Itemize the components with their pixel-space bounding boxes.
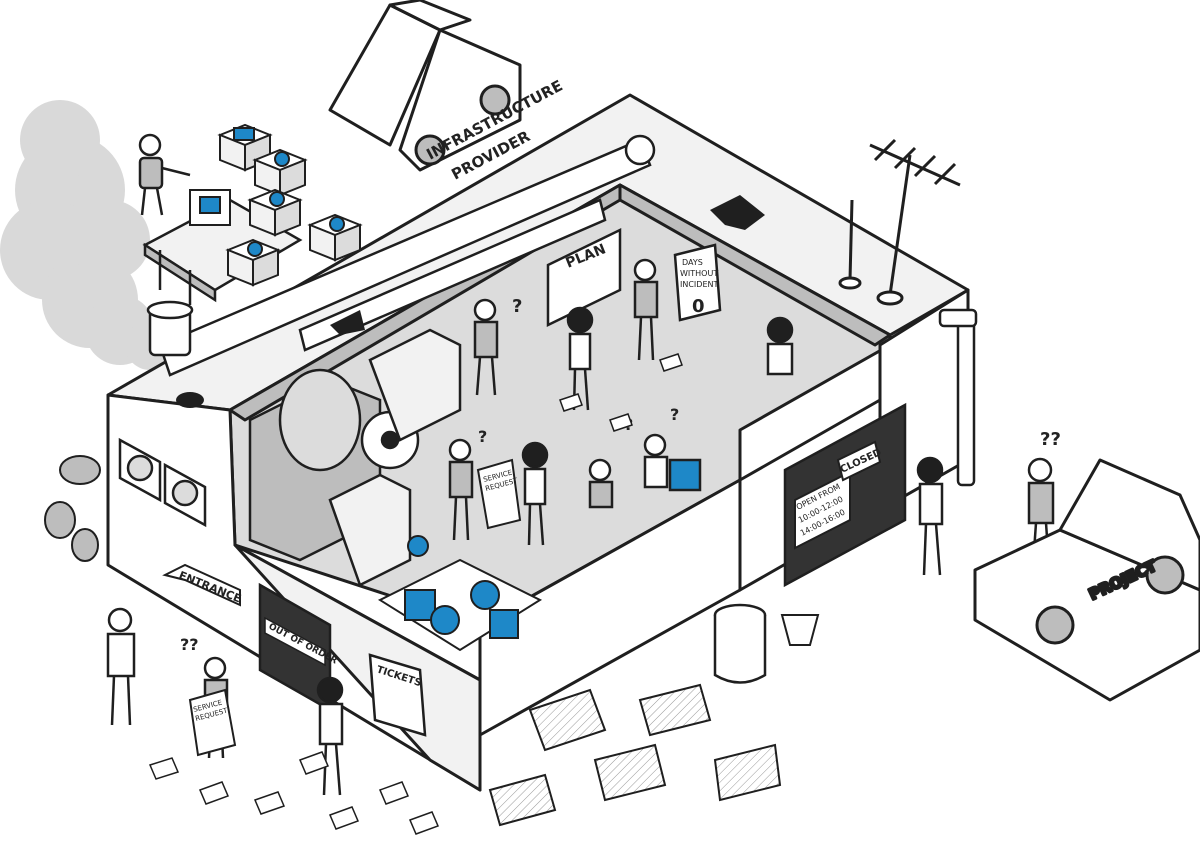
- worker-door: [473, 298, 499, 396]
- worker-database: [643, 433, 669, 489]
- network-hub-icon: [247, 241, 263, 257]
- worker-headset: [766, 316, 794, 376]
- days-without-incident-sign: DAYS WITHOUT INCIDENT 0: [673, 243, 722, 322]
- question-mark-1: ?: [512, 296, 522, 317]
- database-icon: [668, 458, 702, 492]
- question-mark-6: ??: [1040, 429, 1061, 450]
- person-door: [916, 456, 944, 576]
- provider-truck: [328, 0, 522, 172]
- person-ticket: [316, 676, 344, 796]
- project-truck: PROJECT: [973, 458, 1200, 702]
- days-line2: WITHOUT: [680, 269, 718, 278]
- roof-pipes: [146, 134, 656, 377]
- days-count: 0: [692, 296, 705, 317]
- service-request-paper-outside: SERVICE REQUEST: [188, 688, 237, 757]
- garage-door: OPEN FROM 10:00-12:00 14:00-16:00 CLOSED: [783, 402, 907, 588]
- interior-workers: [448, 258, 794, 546]
- question-mark-4: ?: [670, 405, 679, 424]
- globe-icon: [269, 191, 285, 207]
- out-of-order-door: OUT OF ORDER: [258, 582, 339, 713]
- sacks: [44, 455, 101, 562]
- network-hub-icon: [430, 605, 460, 635]
- shopping-carts: [488, 683, 782, 827]
- component-boxes-top: [189, 123, 363, 287]
- question-mark-2: ?: [478, 427, 487, 446]
- monitor-icon: [233, 127, 255, 141]
- chip-icon: [489, 609, 519, 639]
- days-line3: INCIDENT: [680, 280, 718, 289]
- bucket: [780, 614, 820, 646]
- snowflake-icon: [274, 151, 290, 167]
- antenna: [838, 138, 961, 306]
- drainpipe: [938, 308, 978, 487]
- outdoor-people: [106, 456, 1055, 796]
- ac-units: [118, 437, 207, 528]
- worker-confused: [448, 438, 474, 541]
- worker-top-left: [138, 133, 191, 216]
- monitor-icon: [199, 196, 221, 214]
- chip-icon: [329, 216, 345, 232]
- rocket-icon: [470, 580, 500, 610]
- box-pile: [377, 535, 543, 652]
- roof-holes: [176, 195, 765, 408]
- person-thinking: [106, 607, 136, 726]
- worker-planner: [633, 258, 659, 361]
- barrel: [713, 603, 767, 684]
- scattered-papers: [148, 353, 683, 835]
- globe-icon: [407, 535, 429, 557]
- worker-curly-2: [521, 441, 549, 546]
- machine: [248, 328, 462, 587]
- days-line1: DAYS: [682, 258, 703, 267]
- service-request-paper-inside: SERVICE REQUEST: [476, 458, 522, 530]
- question-mark-5: ??: [180, 635, 199, 654]
- smoke-cloud: [0, 100, 175, 370]
- monitor-icon: [404, 589, 436, 621]
- worker-boxing: [588, 458, 614, 509]
- inner-right-back-wall: [618, 183, 892, 347]
- ticket-machine: TICKETS: [368, 653, 427, 737]
